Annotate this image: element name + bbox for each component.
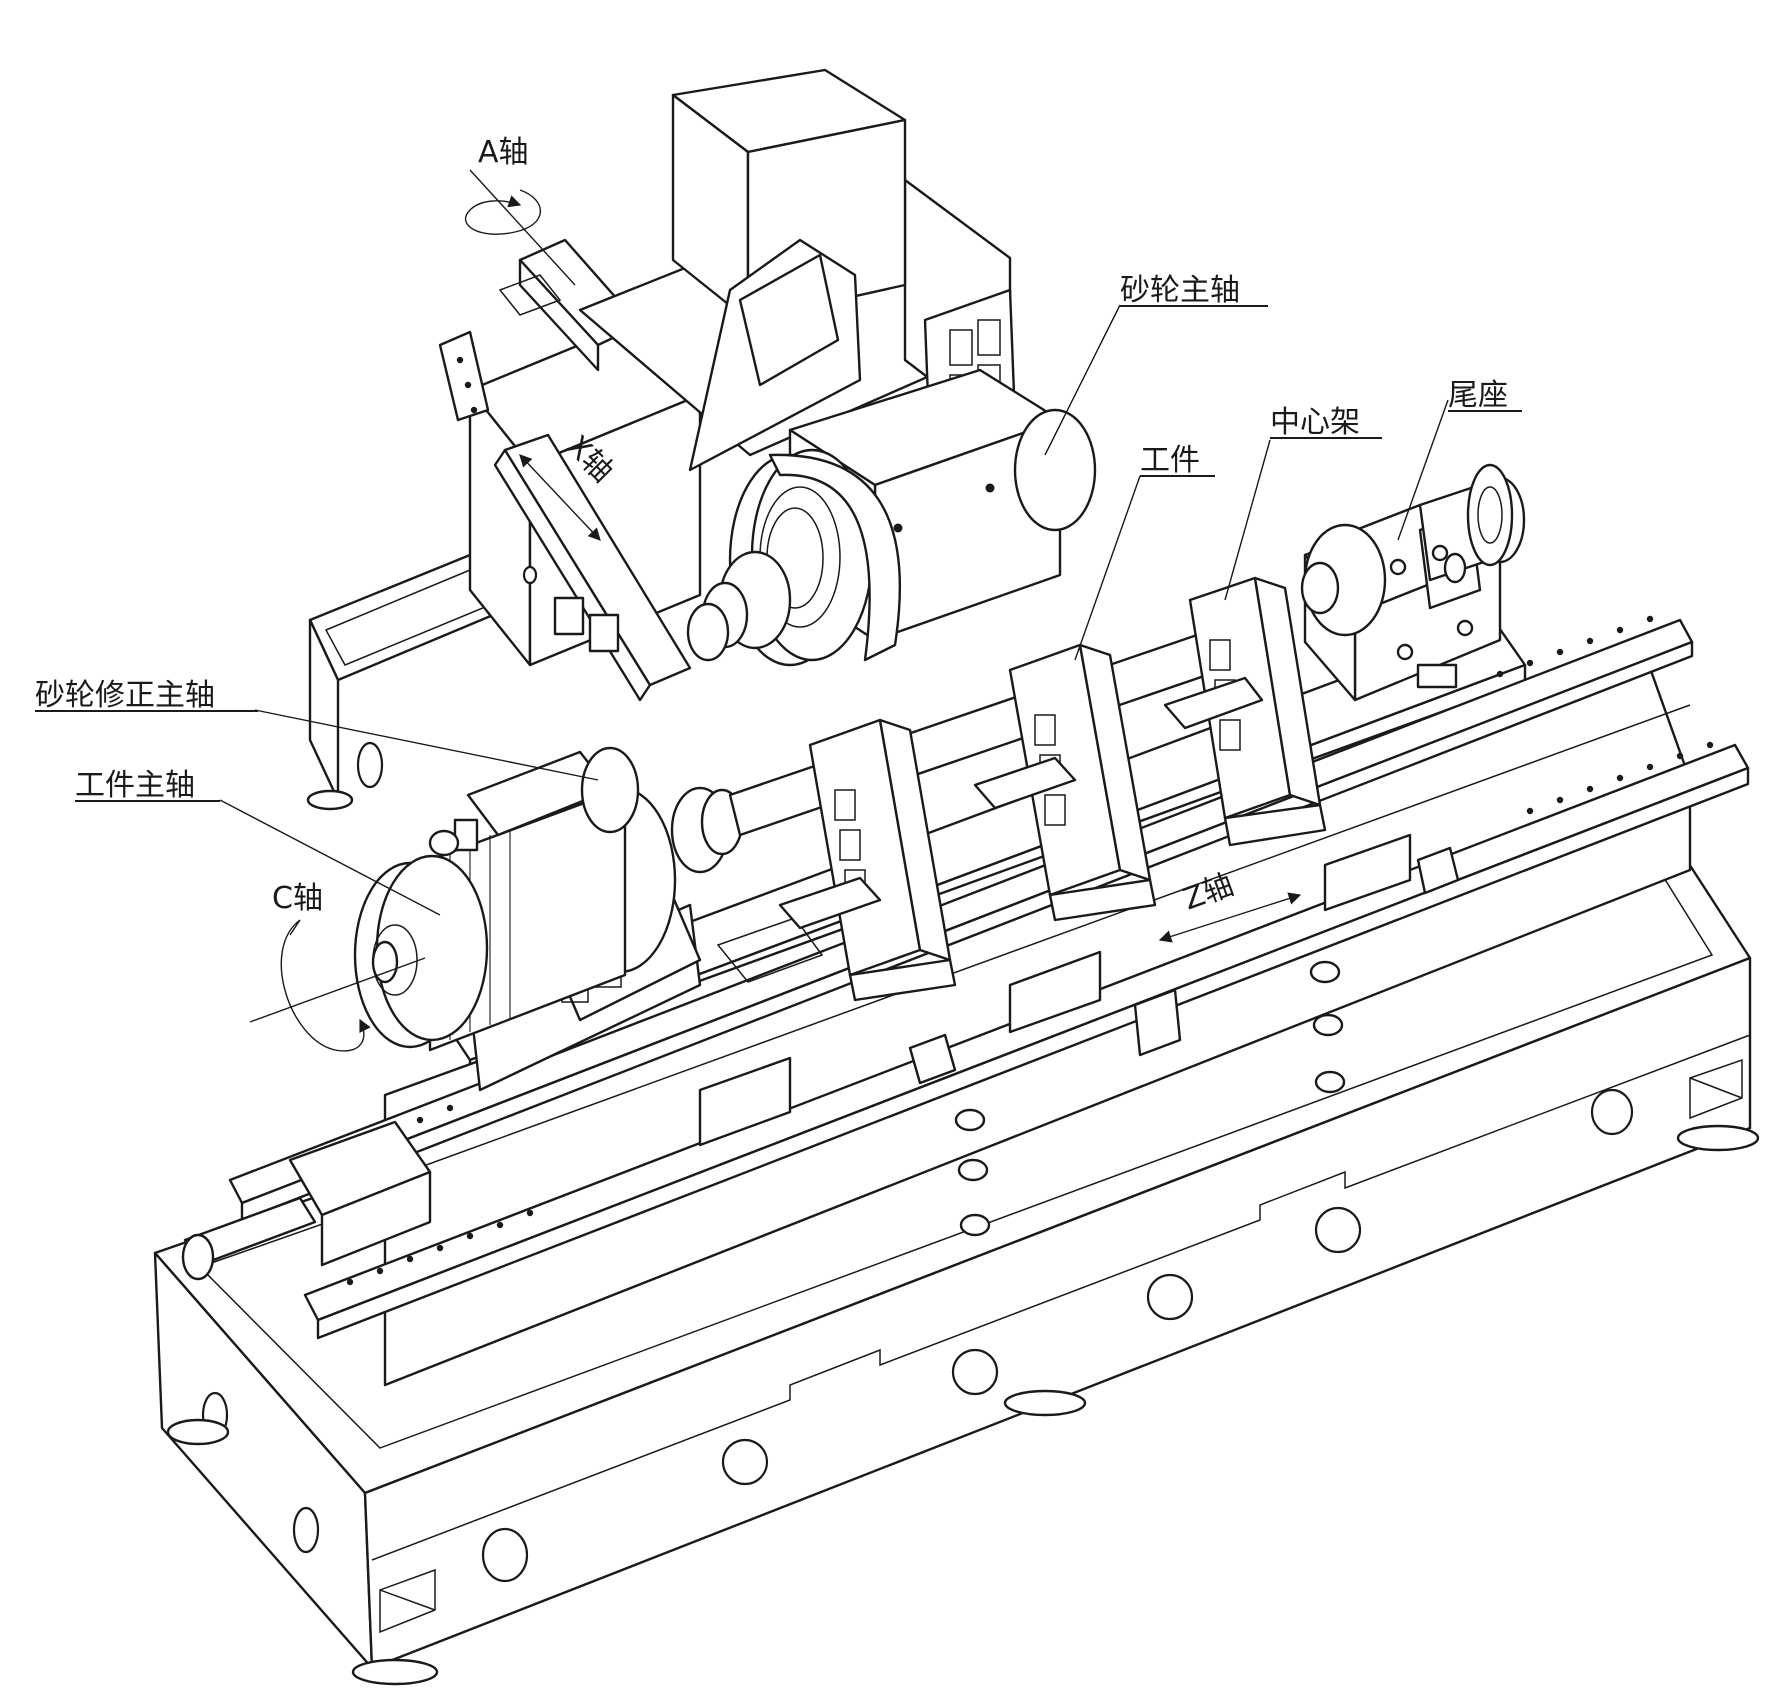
base-hole-2	[721, 1438, 769, 1486]
label-tailstock: 尾座	[1448, 378, 1508, 413]
base-hole-3	[951, 1348, 999, 1396]
center-rest-3	[1163, 576, 1327, 847]
workpiece-spindle-head	[353, 746, 744, 1092]
label-dresser-spindle: 砂轮修正主轴	[35, 678, 215, 713]
label-c-axis: C轴	[272, 881, 323, 916]
center-rest-2	[973, 643, 1157, 922]
x-axis-arrow	[519, 454, 601, 541]
label-a-axis: A轴	[478, 135, 529, 170]
part-labels: 砂轮主轴 尾座 中心架 工件 砂轮修正主轴 工件主轴	[35, 273, 1522, 803]
label-workpiece-spindle: 工件主轴	[75, 768, 195, 803]
label-center-rest: 中心架	[1270, 405, 1360, 440]
tailstock	[1300, 463, 1526, 702]
center-rest-1	[778, 718, 957, 1002]
base-hole-6	[1590, 1088, 1634, 1136]
front-hole-2	[292, 1506, 320, 1554]
base-hole-4	[1146, 1273, 1194, 1321]
a-axis-rotation-arrow	[464, 189, 542, 235]
leader-grinding-wheel-spindle	[1044, 304, 1121, 456]
z-axis-arrow	[1158, 892, 1302, 943]
leader-lines	[219, 169, 1449, 1023]
base-hole-1	[481, 1527, 529, 1583]
grinding-head	[438, 68, 1097, 702]
leader-tailstock	[1397, 399, 1449, 541]
label-grinding-wheel-spindle: 砂轮主轴	[1120, 273, 1240, 308]
axis-arrows	[280, 189, 1302, 1052]
label-workpiece: 工件	[1140, 443, 1200, 478]
base-hole-5	[1314, 1206, 1362, 1254]
leader-dresser-spindle	[254, 709, 599, 781]
handwheel	[1466, 463, 1514, 567]
c-axis-rotation-arrow	[280, 919, 371, 1052]
leader-workpiece	[1074, 475, 1141, 661]
leader-workpiece-spindle	[219, 799, 441, 916]
leader-center-rest	[1224, 439, 1271, 601]
rail-holes	[346, 615, 1714, 1286]
